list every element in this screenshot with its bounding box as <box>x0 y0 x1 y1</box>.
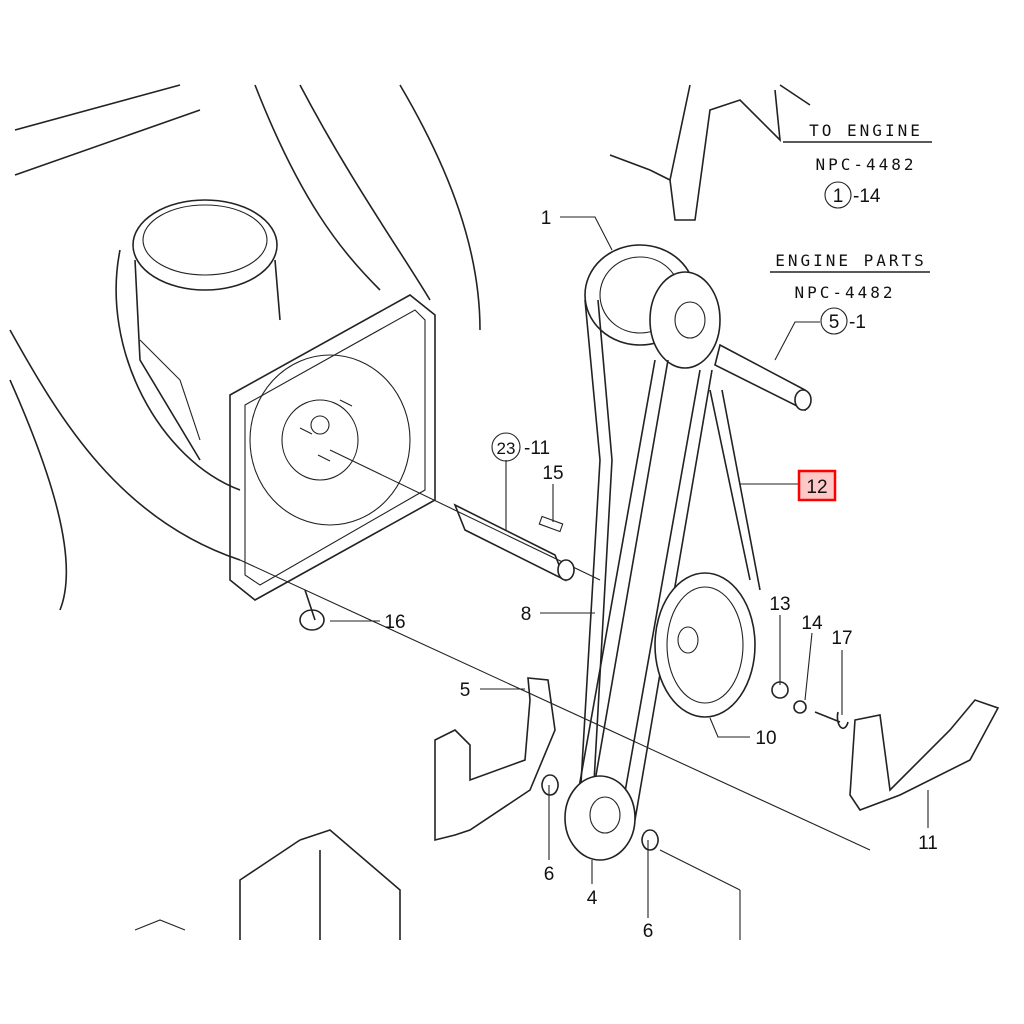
ref-title: TO ENGINE <box>809 121 923 140</box>
callout-6[interactable]: 6 <box>643 921 654 942</box>
reference-shaft: 23 -11 <box>491 432 550 462</box>
callout-11[interactable]: 11 <box>918 833 938 854</box>
callouts: 12 1 15 8 13 14 17 10 16 5 6 4 6 11 <box>384 208 937 942</box>
callout-15[interactable]: 15 <box>542 463 563 484</box>
ref-code: NPC-4482 <box>815 155 916 174</box>
blower-housing <box>9 84 871 851</box>
brackets <box>134 677 1000 940</box>
callout-17[interactable]: 17 <box>831 628 852 649</box>
ref-circle-number: 1 <box>833 186 844 207</box>
pulley-belt-assembly <box>541 244 849 861</box>
ref-circle-number: 23 <box>497 439 516 458</box>
ref-suffix: -14 <box>853 186 881 207</box>
callout-13[interactable]: 13 <box>769 594 790 615</box>
ref-title: ENGINE PARTS <box>775 251 927 270</box>
callout-5[interactable]: 5 <box>460 680 471 701</box>
callout-12[interactable]: 12 <box>806 477 827 498</box>
leader-lines <box>330 216 929 918</box>
reference-to-engine: TO ENGINE NPC-4482 1 -14 <box>783 121 932 209</box>
callout-10[interactable]: 10 <box>755 728 776 749</box>
ref-suffix: -11 <box>524 438 550 459</box>
callout-16[interactable]: 16 <box>384 612 405 633</box>
callout-8[interactable]: 8 <box>521 604 532 625</box>
shaft-assembly <box>299 343 812 631</box>
callout-4[interactable]: 4 <box>587 888 598 909</box>
reference-engine-parts: ENGINE PARTS NPC-4482 5 -1 <box>770 251 930 335</box>
callout-14[interactable]: 14 <box>801 613 823 634</box>
ref-circle-number: 5 <box>829 312 840 333</box>
engine-linkage <box>609 84 811 221</box>
callout-1[interactable]: 1 <box>541 208 552 229</box>
ref-suffix: -1 <box>849 312 866 333</box>
highlight-box <box>797 469 837 502</box>
callout-6[interactable]: 6 <box>544 864 555 885</box>
ref-code: NPC-4482 <box>794 283 895 302</box>
